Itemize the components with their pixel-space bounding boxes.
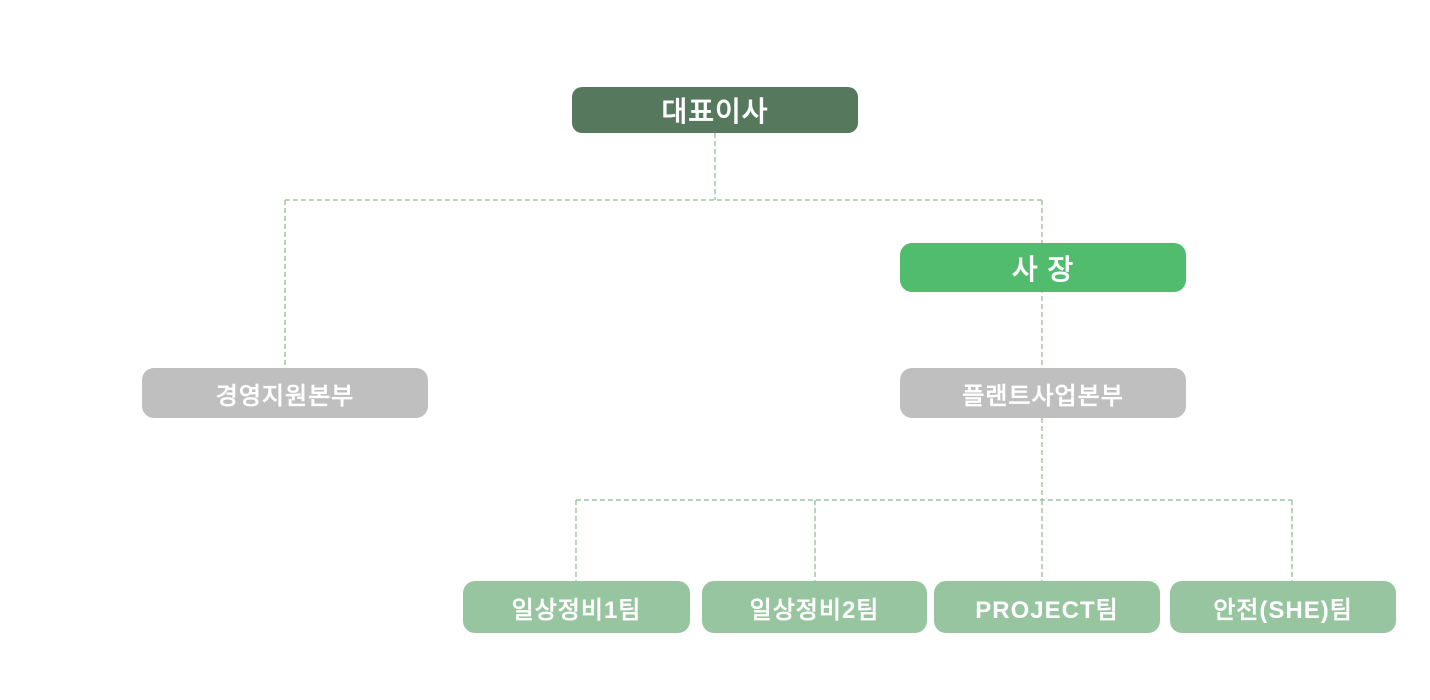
org-node-team-project: PROJECT팀 [934,581,1160,633]
org-node-team-maintenance-2: 일상정비2팀 [702,581,927,633]
org-node-team-safety-she: 안전(SHE)팀 [1170,581,1396,633]
org-node-ceo: 대표이사 [572,87,858,133]
org-node-team-maintenance-1: 일상정비1팀 [463,581,690,633]
org-node-division-management-support: 경영지원본부 [142,368,428,418]
org-node-division-plant-business: 플랜트사업본부 [900,368,1186,418]
org-node-president: 사 장 [900,243,1186,292]
